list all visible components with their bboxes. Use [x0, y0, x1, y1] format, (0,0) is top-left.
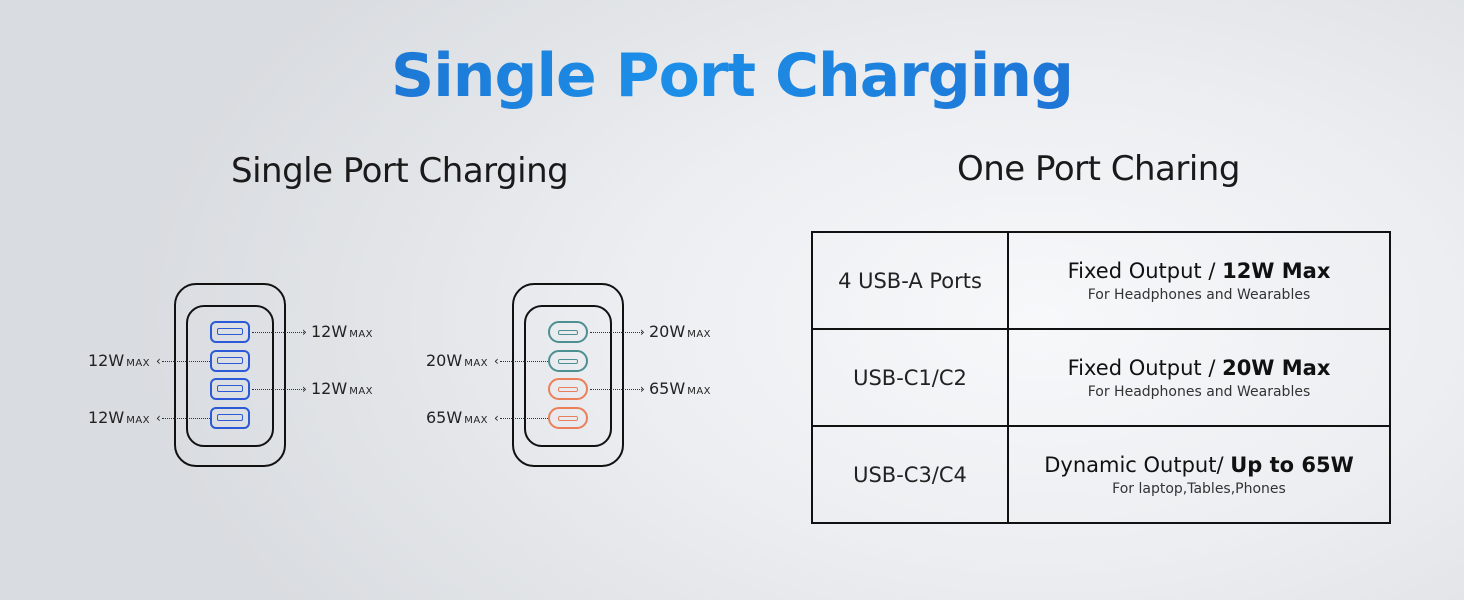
- main-title: Single Port Charging: [0, 36, 1464, 116]
- dotted-pointer-line: [252, 332, 304, 333]
- dotted-pointer-line: [590, 389, 642, 390]
- dotted-pointer-line: [500, 418, 548, 419]
- charger-port-panel: [186, 305, 274, 447]
- wattage-value: 12W: [88, 351, 125, 370]
- max-suffix: MAX: [464, 415, 489, 426]
- port-slot: [558, 330, 578, 335]
- dotted-pointer-line: [252, 389, 304, 390]
- arrow-right-icon: ›: [640, 382, 645, 396]
- output-cell: Fixed Output / 20W Max For Headphones an…: [1007, 328, 1391, 427]
- dotted-pointer-line: [590, 332, 642, 333]
- max-suffix: MAX: [464, 358, 489, 369]
- arrow-left-icon: ‹: [494, 354, 499, 368]
- output-cell: Dynamic Output/ Up to 65W For laptop,Tab…: [1007, 425, 1391, 524]
- wattage-value: 12W: [311, 322, 348, 341]
- port-slot: [558, 387, 578, 392]
- usb-c-port-icon: [548, 378, 588, 400]
- port-slot: [217, 414, 243, 421]
- wattage-value: 65W: [649, 379, 686, 398]
- max-suffix: MAX: [126, 415, 151, 426]
- port-slot: [558, 359, 578, 364]
- left-section-title: Single Port Charging: [231, 151, 569, 191]
- dotted-pointer-line: [162, 361, 210, 362]
- usb-c-port-icon: [548, 350, 588, 372]
- usb-a-charger: [174, 283, 286, 467]
- table-row: USB-C1/C2 Fixed Output / 20W Max For Hea…: [811, 328, 1391, 427]
- wattage-value: 12W: [311, 379, 348, 398]
- output-use: For Headphones and Wearables: [1087, 286, 1311, 303]
- max-suffix: MAX: [687, 329, 712, 340]
- port-slot: [217, 385, 243, 392]
- port-spec-table: 4 USB-A Ports Fixed Output / 12W Max For…: [811, 231, 1391, 524]
- usb-c-port-icon: [548, 407, 588, 429]
- arrow-right-icon: ›: [302, 382, 307, 396]
- port-name-cell: USB-C3/C4: [811, 425, 1009, 524]
- port-name-cell: USB-C1/C2: [811, 328, 1009, 427]
- max-suffix: MAX: [126, 358, 151, 369]
- wattage-value: 20W: [426, 351, 463, 370]
- usb-a-port-icon: [210, 350, 250, 372]
- dotted-pointer-line: [162, 418, 210, 419]
- usb-a-port-icon: [210, 321, 250, 343]
- dotted-pointer-line: [500, 361, 548, 362]
- port-slot: [217, 357, 243, 364]
- output-use: For laptop,Tables,Phones: [1112, 480, 1286, 497]
- port-name-cell: 4 USB-A Ports: [811, 231, 1009, 330]
- table-row: 4 USB-A Ports Fixed Output / 12W Max For…: [811, 231, 1391, 330]
- usb-a-port-icon: [210, 378, 250, 400]
- usb-c-charger: [512, 283, 624, 467]
- right-section-title: One Port Charing: [957, 149, 1240, 189]
- arrow-left-icon: ‹: [494, 411, 499, 425]
- arrow-right-icon: ›: [302, 325, 307, 339]
- arrow-left-icon: ‹: [156, 411, 161, 425]
- port-slot: [558, 416, 578, 421]
- output-spec: Fixed Output / 12W Max: [1067, 258, 1331, 283]
- output-spec: Fixed Output / 20W Max: [1067, 355, 1331, 380]
- port-slot: [217, 328, 243, 335]
- max-suffix: MAX: [687, 386, 712, 397]
- wattage-value: 12W: [88, 408, 125, 427]
- arrow-left-icon: ‹: [156, 354, 161, 368]
- usb-a-port-icon: [210, 407, 250, 429]
- max-suffix: MAX: [349, 329, 374, 340]
- usb-c-port-icon: [548, 321, 588, 343]
- wattage-value: 20W: [649, 322, 686, 341]
- wattage-value: 65W: [426, 408, 463, 427]
- max-suffix: MAX: [349, 386, 374, 397]
- output-spec: Dynamic Output/ Up to 65W: [1044, 452, 1354, 477]
- output-cell: Fixed Output / 12W Max For Headphones an…: [1007, 231, 1391, 330]
- arrow-right-icon: ›: [640, 325, 645, 339]
- table-row: USB-C3/C4 Dynamic Output/ Up to 65W For …: [811, 425, 1391, 524]
- charger-port-panel: [524, 305, 612, 447]
- output-use: For Headphones and Wearables: [1087, 383, 1311, 400]
